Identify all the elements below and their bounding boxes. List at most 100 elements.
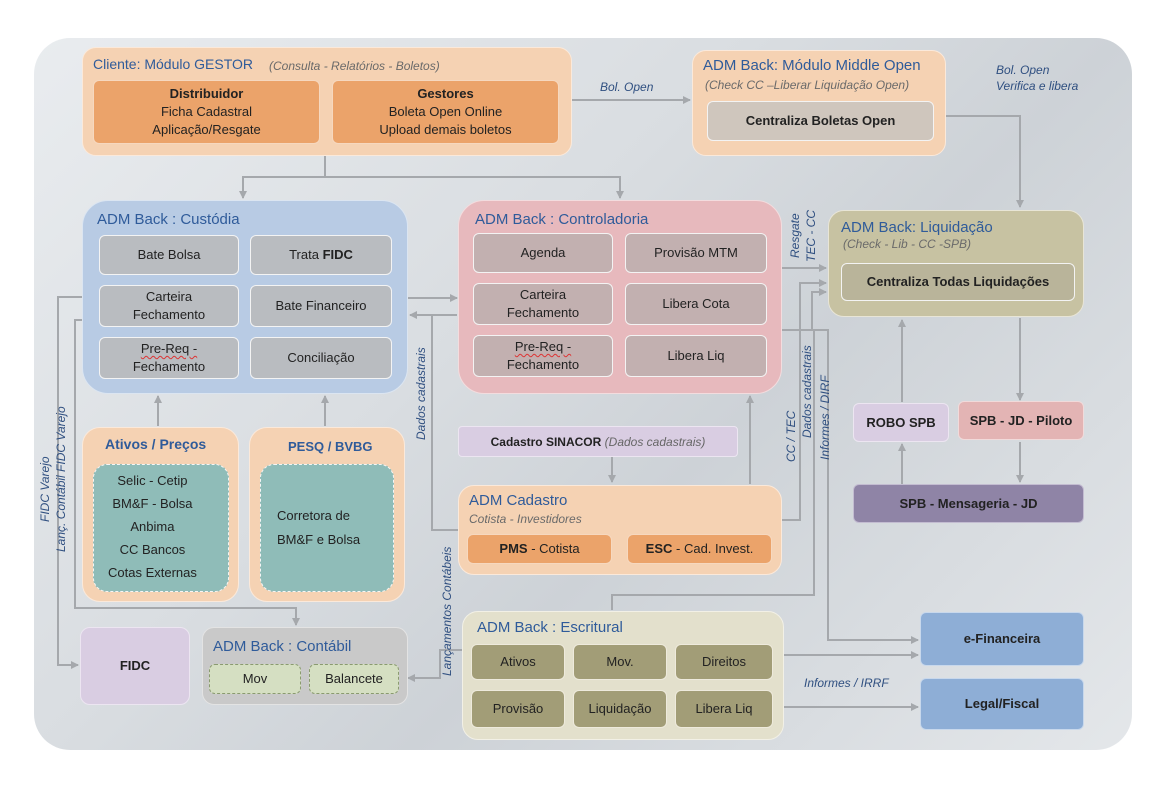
pre-req-fechamento-label: Fechamento bbox=[132, 359, 206, 374]
pre-req-label: Pre-Req - bbox=[140, 341, 198, 356]
conciliacao-box[interactable]: Conciliação bbox=[250, 337, 392, 379]
tec-cc-label: TEC - CC bbox=[804, 210, 818, 262]
libera-cota-box[interactable]: Libera Cota bbox=[625, 283, 767, 325]
e-financeira-box[interactable]: e-Financeira bbox=[920, 612, 1084, 666]
resgate-label: Resgate bbox=[788, 213, 802, 258]
custodia-group: ADM Back : Custódia Bate Bolsa Trata FID… bbox=[82, 200, 408, 394]
bol-open-label: Bol. Open bbox=[600, 80, 654, 94]
carteira-label: Carteira bbox=[145, 289, 193, 304]
bate-financeiro-box[interactable]: Bate Financeiro bbox=[250, 285, 392, 327]
lanc-contabil-fidc-label: Lanç. Contábil FIDC Varejo bbox=[54, 406, 68, 552]
ativos-precos-group: Ativos / Preços Selic - Cetip BM&F - Bol… bbox=[82, 427, 239, 602]
informes-irrf-label: Informes / IRRF bbox=[804, 676, 889, 690]
e-financeira-label: e-Financeira bbox=[963, 631, 1041, 646]
ativos-list: Selic - Cetip BM&F - Bolsa Anbima CC Ban… bbox=[108, 469, 197, 584]
cc-tec-label: CC / TEC bbox=[784, 410, 798, 462]
distribuidor-line1: Ficha Cadastral bbox=[160, 104, 253, 119]
fidc-varejo-label: FIDC Varejo bbox=[38, 456, 52, 522]
escritural-title: ADM Back : Escritural bbox=[477, 619, 623, 636]
controladoria-group: ADM Back : Controladoria Agenda Provisão… bbox=[458, 200, 782, 394]
liquidacao-subtitle: (Check - Lib - CC -SPB) bbox=[843, 237, 972, 251]
legal-fiscal-label: Legal/Fiscal bbox=[964, 696, 1040, 711]
distribuidor-line2: Aplicação/Resgate bbox=[152, 122, 261, 137]
contabil-balancete-box[interactable]: Balancete bbox=[309, 664, 399, 694]
distribuidor-box[interactable]: Distribuidor Ficha Cadastral Aplicação/R… bbox=[93, 80, 320, 144]
libera-cota-label: Libera Cota bbox=[662, 296, 730, 311]
sinacor-italic: (Dados cadastrais) bbox=[604, 434, 706, 449]
conciliacao-label: Conciliação bbox=[287, 350, 355, 365]
centraliza-boletas-open-box[interactable]: Centraliza Boletas Open bbox=[707, 101, 934, 141]
custodia-carteira-fechamento-box[interactable]: Carteira Fechamento bbox=[99, 285, 239, 327]
escritural-mov-label: Mov. bbox=[606, 654, 634, 669]
pesq-title: PESQ / BVBG bbox=[288, 439, 373, 454]
robo-spb-label: ROBO SPB bbox=[866, 414, 936, 430]
provisao-mtm-box[interactable]: Provisão MTM bbox=[625, 233, 767, 273]
spb-jd-piloto-box[interactable]: SPB - JD - Piloto bbox=[958, 401, 1084, 440]
pesq-bvbg-group: PESQ / BVBG Corretora de BM&F e Bolsa bbox=[249, 427, 405, 602]
contabil-mov-box[interactable]: Mov bbox=[209, 664, 301, 694]
cliente-subtitle: (Consulta - Relatórios - Boletos) bbox=[269, 59, 440, 73]
contabil-group: ADM Back : Contábil Mov Balancete bbox=[202, 627, 408, 705]
fidc-label: FIDC bbox=[119, 658, 151, 673]
esc-bold: ESC bbox=[645, 541, 673, 556]
controladoria-carteira-box[interactable]: Carteira Fechamento bbox=[473, 283, 613, 325]
escritural-libera-liq-box[interactable]: Libera Liq bbox=[675, 690, 773, 728]
escritural-provisao-box[interactable]: Provisão bbox=[471, 690, 565, 728]
pesq-line2: BM&F e Bolsa bbox=[277, 532, 361, 547]
ativos-list-box: Selic - Cetip BM&F - Bolsa Anbima CC Ban… bbox=[93, 464, 229, 592]
fidc-bold-label: FIDC bbox=[322, 247, 353, 262]
escritural-direitos-label: Direitos bbox=[701, 654, 747, 669]
lancamentos-contabeis-label: Lançamentos Contábeis bbox=[440, 546, 454, 676]
ativo-anbima: Anbima bbox=[130, 519, 175, 534]
bate-financeiro-label: Bate Financeiro bbox=[275, 298, 367, 313]
escritural-ativos-box[interactable]: Ativos bbox=[471, 644, 565, 680]
ativo-cc-bancos: CC Bancos bbox=[119, 542, 186, 557]
esc-cad-invest-box[interactable]: ESC - Cad. Invest. bbox=[627, 534, 772, 564]
contabil-balancete-label: Balancete bbox=[325, 671, 383, 686]
robo-spb-box[interactable]: ROBO SPB bbox=[853, 403, 949, 442]
dados-cadastrais-label-1: Dados cadastrais bbox=[414, 347, 428, 440]
pms-cotista-box[interactable]: PMS - Cotista bbox=[467, 534, 612, 564]
escritural-liquidacao-box[interactable]: Liquidação bbox=[573, 690, 667, 728]
esc-rest: - Cad. Invest. bbox=[672, 541, 754, 556]
spb-mensageria-box[interactable]: SPB - Mensageria - JD bbox=[853, 484, 1084, 523]
bate-bolsa-box[interactable]: Bate Bolsa bbox=[99, 235, 239, 275]
fidc-box[interactable]: FIDC bbox=[80, 627, 190, 705]
libera-liq-label: Libera Liq bbox=[667, 348, 725, 363]
libera-liq-box[interactable]: Libera Liq bbox=[625, 335, 767, 377]
escritural-direitos-box[interactable]: Direitos bbox=[675, 644, 773, 680]
centraliza-boletas-open-label: Centraliza Boletas Open bbox=[745, 113, 896, 128]
spb-jd-piloto-label: SPB - JD - Piloto bbox=[969, 412, 1073, 428]
ativo-bmf-bolsa: BM&F - Bolsa bbox=[112, 496, 193, 511]
gestores-box[interactable]: Gestores Boleta Open Online Upload demai… bbox=[332, 80, 559, 144]
escritural-liquidacao-label: Liquidação bbox=[588, 701, 652, 716]
agenda-box[interactable]: Agenda bbox=[473, 233, 613, 273]
trata-label: Trata bbox=[289, 247, 323, 262]
spb-mensageria-label: SPB - Mensageria - JD bbox=[899, 495, 1038, 511]
escritural-libera-liq-label: Libera Liq bbox=[695, 701, 753, 716]
liquidacao-group: ADM Back: Liquidação (Check - Lib - CC -… bbox=[828, 210, 1084, 317]
cadastro-sinacor-box[interactable]: Cadastro SINACOR (Dados cadastrais) bbox=[458, 426, 738, 457]
gestores-head: Gestores bbox=[417, 86, 474, 101]
centraliza-liquidacoes-label: Centraliza Todas Liquidações bbox=[866, 274, 1050, 289]
pms-bold: PMS bbox=[499, 541, 528, 556]
gestores-line1: Boleta Open Online bbox=[388, 104, 503, 119]
informes-dirf-label: Informes / DIRF bbox=[818, 375, 832, 460]
liquidacao-title: ADM Back: Liquidação bbox=[841, 219, 993, 236]
bate-bolsa-label: Bate Bolsa bbox=[137, 247, 201, 262]
fechamento-label: Fechamento bbox=[132, 307, 206, 322]
escritural-provisao-label: Provisão bbox=[492, 701, 544, 716]
centraliza-liquidacoes-box[interactable]: Centraliza Todas Liquidações bbox=[841, 263, 1075, 301]
controladoria-pre-req-box[interactable]: Pre-Req - Fechamento bbox=[473, 335, 613, 377]
custodia-pre-req-box[interactable]: Pre-Req - Fechamento bbox=[99, 337, 239, 379]
ctrl-fechamento-label: Fechamento bbox=[506, 305, 580, 320]
controladoria-title: ADM Back : Controladoria bbox=[475, 211, 649, 228]
bol-open-verifica-label-1: Bol. Open bbox=[996, 63, 1050, 77]
bol-open-verifica-label-2: Verifica e libera bbox=[996, 79, 1079, 93]
escritural-mov-box[interactable]: Mov. bbox=[573, 644, 667, 680]
trata-fidc-box[interactable]: Trata FIDC bbox=[250, 235, 392, 275]
ctrl-carteira-label: Carteira bbox=[519, 287, 567, 302]
contabil-mov-label: Mov bbox=[242, 671, 268, 686]
middle-open-group: ADM Back: Módulo Middle Open (Check CC –… bbox=[692, 50, 946, 156]
legal-fiscal-box[interactable]: Legal/Fiscal bbox=[920, 678, 1084, 730]
